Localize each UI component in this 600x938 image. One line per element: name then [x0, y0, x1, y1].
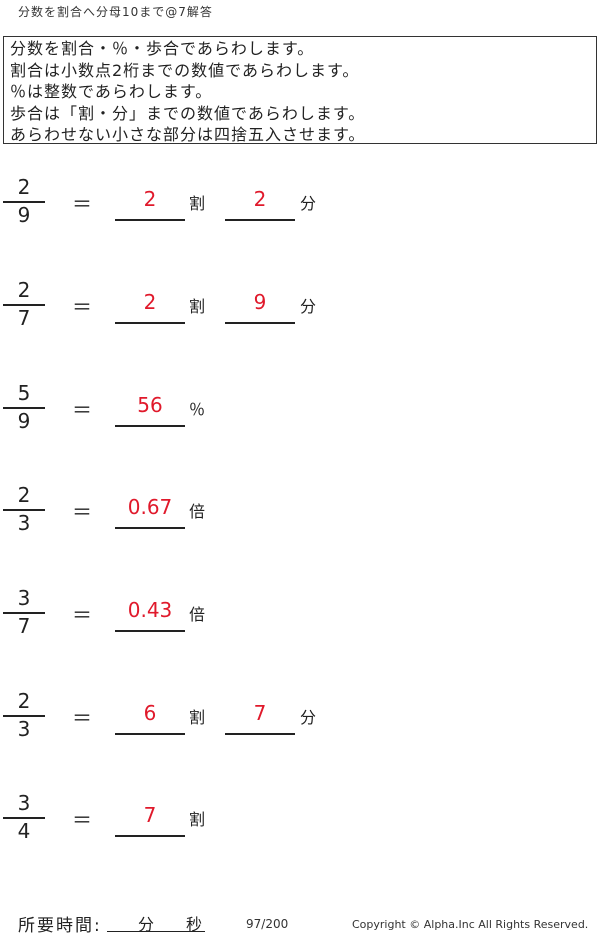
answer-value: 6	[143, 701, 157, 725]
time-blank	[107, 931, 205, 932]
denominator: 7	[17, 614, 31, 638]
denominator: 3	[17, 511, 31, 535]
denominator: 3	[17, 717, 31, 741]
equals-sign: ＝	[72, 192, 92, 216]
equals-sign: ＝	[72, 808, 92, 832]
fraction-bar	[3, 407, 45, 409]
time-label: 所要時間:	[18, 916, 102, 936]
numerator: 5	[17, 381, 31, 405]
answer-blank	[225, 733, 295, 735]
fraction-bar	[3, 201, 45, 203]
fraction-bar	[3, 612, 45, 614]
equals-sign: ＝	[72, 706, 92, 730]
denominator: 7	[17, 306, 31, 330]
problem-row: 2 9 ＝ 2 割 2 分	[0, 175, 600, 249]
answer-unit: 倍	[189, 502, 206, 521]
answer-value: 7	[143, 803, 157, 827]
denominator: 9	[17, 203, 31, 227]
page-number: 97/200	[246, 917, 289, 931]
instruction-line: ％は整数であらわします。	[10, 82, 213, 101]
numerator: 3	[17, 586, 31, 610]
numerator: 3	[17, 791, 31, 815]
answer-value: 2	[253, 187, 267, 211]
fraction-bar	[3, 304, 45, 306]
answer-value: 0.67	[127, 495, 173, 519]
numerator: 2	[17, 278, 31, 302]
answer-unit: 割	[189, 810, 206, 829]
numerator: 2	[17, 175, 31, 199]
minutes-unit: 分	[138, 915, 155, 934]
problem-row: 3 4 ＝ 7 割	[0, 791, 600, 865]
answer-unit: 分	[300, 708, 317, 727]
equals-sign: ＝	[72, 500, 92, 524]
numerator: 2	[17, 483, 31, 507]
numerator: 2	[17, 689, 31, 713]
answer-blank	[115, 835, 185, 837]
problem-row: 5 9 ＝ 56 ％	[0, 381, 600, 455]
answer-unit: ％	[189, 400, 206, 419]
answer-unit: 分	[300, 297, 317, 316]
instruction-line: 割合は小数点2桁までの数値であらわします。	[10, 60, 360, 80]
answer-unit: 分	[300, 194, 317, 213]
answer-value: 56	[137, 393, 163, 417]
answer-value: 2	[143, 187, 157, 211]
seconds-unit: 秒	[186, 915, 203, 934]
answer-value: 7	[253, 701, 267, 725]
answer-unit: 割	[189, 194, 206, 213]
equals-sign: ＝	[72, 295, 92, 319]
instructions-box: 分数を割合・％・歩合であらわします。 割合は小数点2桁までの数値であらわします。…	[3, 36, 597, 144]
equals-sign: ＝	[72, 398, 92, 422]
equals-sign: ＝	[72, 603, 92, 627]
problem-row: 2 7 ＝ 2 割 9 分	[0, 278, 600, 352]
answer-value: 0.43	[127, 598, 173, 622]
answer-blank	[115, 527, 185, 529]
fraction-bar	[3, 817, 45, 819]
answer-blank	[115, 219, 185, 221]
instruction-line: あらわせない小さな部分は四捨五入させます。	[10, 125, 366, 144]
answer-unit: 割	[189, 708, 206, 727]
copyright: Copyright © Alpha.Inc All Rights Reserve…	[352, 918, 589, 931]
instruction-line: 歩合は「割・分」までの数値であらわします。	[10, 103, 366, 123]
answer-blank	[225, 322, 295, 324]
answer-unit: 割	[189, 297, 206, 316]
fraction-bar	[3, 509, 45, 511]
denominator: 9	[17, 409, 31, 433]
answer-blank	[115, 630, 185, 632]
answer-blank	[115, 733, 185, 735]
denominator: 4	[17, 819, 31, 843]
worksheet-title: 分数を割合へ分母10まで@7解答	[18, 5, 213, 19]
instruction-line: 分数を割合・％・歩合であらわします。	[10, 39, 315, 58]
answer-unit: 倍	[189, 605, 206, 624]
problem-row: 3 7 ＝ 0.43 倍	[0, 586, 600, 660]
answer-value: 9	[253, 290, 267, 314]
answer-blank	[115, 322, 185, 324]
fraction-bar	[3, 715, 45, 717]
problem-row: 2 3 ＝ 6 割 7 分	[0, 689, 600, 763]
answer-blank	[225, 219, 295, 221]
problem-row: 2 3 ＝ 0.67 倍	[0, 483, 600, 557]
answer-value: 2	[143, 290, 157, 314]
answer-blank	[115, 425, 185, 427]
